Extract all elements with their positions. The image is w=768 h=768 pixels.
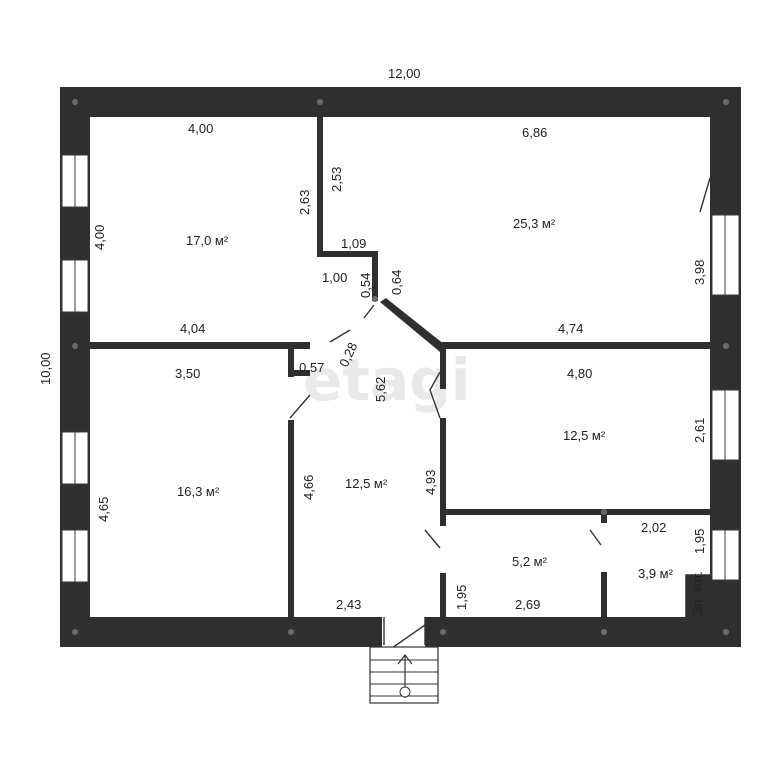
hall-bottom-dim: 2,43 <box>336 597 361 612</box>
hall-left-dim: 4,66 <box>301 475 316 500</box>
room-tl-area: 17,0 м² <box>186 233 229 248</box>
room-tl-left-dim: 4,00 <box>92 225 107 250</box>
bath-area: 5,2 м² <box>512 554 548 569</box>
room-tr-area: 25,3 м² <box>513 216 556 231</box>
room-r-right-dim: 2,61 <box>692 418 707 443</box>
dim-1-00: 1,00 <box>322 270 347 285</box>
overall-width: 12,00 <box>388 66 421 81</box>
room-bl-area: 16,3 м² <box>177 484 220 499</box>
hall-area: 12,5 м² <box>345 476 388 491</box>
room-tr-left-dim: 2,53 <box>329 167 344 192</box>
room-r-area: 12,5 м² <box>563 428 606 443</box>
bath-bottom-dim: 2,69 <box>515 597 540 612</box>
room-bl-left-dim: 4,65 <box>96 497 111 522</box>
doors <box>289 177 711 649</box>
room-tr-bottom-dim: 4,74 <box>558 321 583 336</box>
dim-0-54: 0,54 <box>358 273 373 298</box>
boiler-label: Эл. кот. <box>690 571 705 616</box>
interior-walls <box>90 117 711 618</box>
dim-1-09: 1,09 <box>341 236 366 251</box>
hall-right-dim: 4,93 <box>423 470 438 495</box>
overall-height: 10,00 <box>38 352 53 385</box>
hall-top-dim: 5,62 <box>373 377 388 402</box>
bath-left-dim: 1,95 <box>454 585 469 610</box>
room-bl-top-dim: 3,50 <box>175 366 200 381</box>
room-tr-top-dim: 6,86 <box>522 125 547 140</box>
wall-dots <box>72 99 729 635</box>
room-tl-right-dim: 2,63 <box>297 190 312 215</box>
boiler-area: 3,9 м² <box>638 566 674 581</box>
dim-0-57: 0,57 <box>299 360 324 375</box>
dim-0-64: 0,64 <box>389 270 404 295</box>
room-r-top-dim: 4,80 <box>567 366 592 381</box>
room-tr-right-dim: 3,98 <box>692 260 707 285</box>
room-tl-top-dim: 4,00 <box>188 121 213 136</box>
entrance-steps <box>369 646 439 704</box>
windows <box>61 154 740 583</box>
boiler-right-dim: 1,95 <box>692 529 707 554</box>
room-tl-bottom-dim: 4,04 <box>180 321 205 336</box>
boiler-top-dim: 2,02 <box>641 520 666 535</box>
